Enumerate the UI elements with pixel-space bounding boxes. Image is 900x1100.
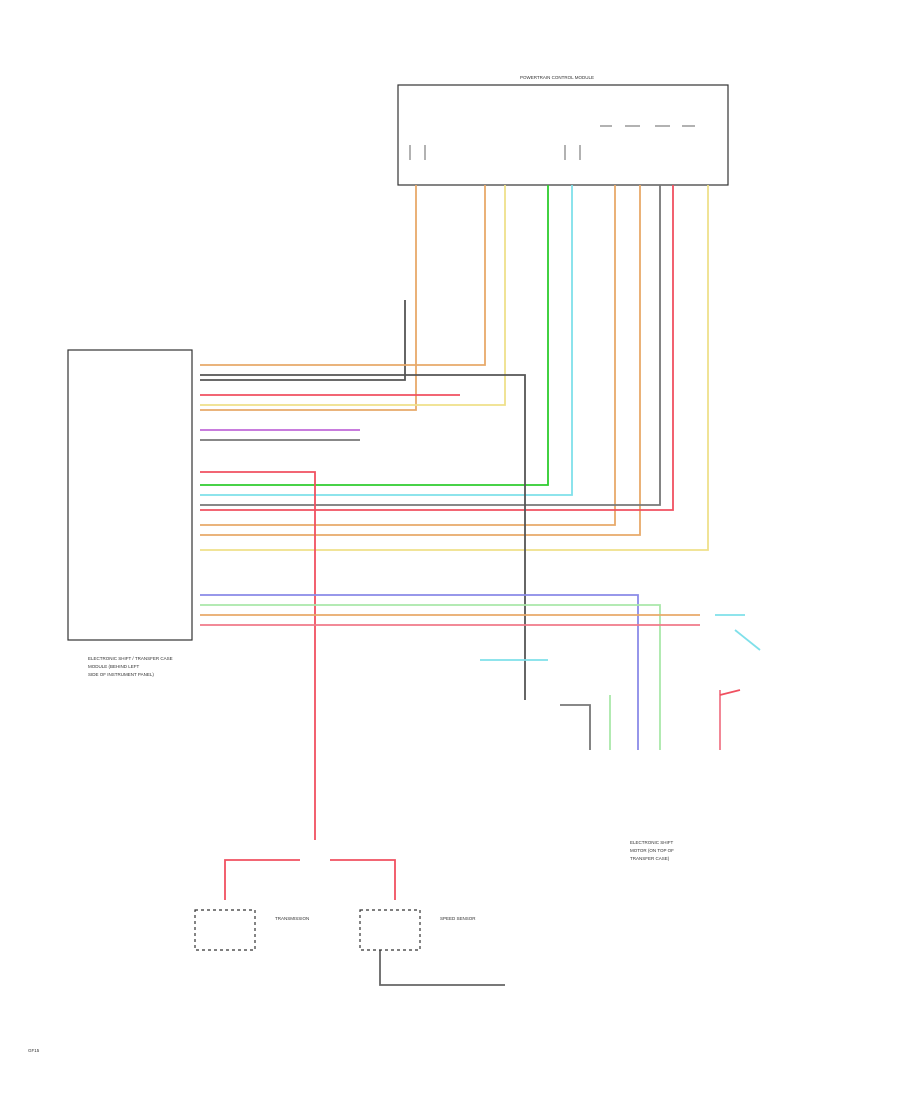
svg-text:TRANSFER CASE): TRANSFER CASE) <box>630 856 670 861</box>
wire-lightgreen-h1 <box>200 604 661 750</box>
powertrain-control-module-box <box>397 84 729 186</box>
horizontal-wires <box>200 374 700 840</box>
module-labels: ELECTRONIC SHIFT / TRANSFER CASE MODULE … <box>88 656 173 677</box>
wire-red-v1 <box>200 471 316 840</box>
wire-yellow-1 <box>200 185 506 406</box>
wire-gray-h1 <box>200 374 526 700</box>
right-sensor-box <box>359 909 421 951</box>
wire-green-1 <box>200 185 549 486</box>
wire-cyan-1 <box>200 185 573 496</box>
wire-orange-2 <box>200 185 486 366</box>
transmission-label-1: TRANSMISSION <box>275 916 309 921</box>
svg-text:ELECTRONIC SHIFT: ELECTRONIC SHIFT <box>630 840 674 845</box>
page-code: GF15 <box>28 1048 40 1053</box>
wire-blue-h1 <box>200 594 639 750</box>
wire-gray-1 <box>200 300 406 381</box>
powertrain-module-label: POWERTRAIN CONTROL MODULE <box>520 75 594 80</box>
wire-orange-1 <box>200 185 417 411</box>
transfer-case-module-box <box>67 349 193 641</box>
svg-text:MOTOR (ON TOP OF: MOTOR (ON TOP OF <box>630 848 674 853</box>
wire-gray-2 <box>200 185 661 506</box>
wire-orange-3 <box>200 185 616 526</box>
wire-yellow-2 <box>200 185 709 551</box>
wire-red-1 <box>200 185 674 511</box>
module-internal-marks <box>409 125 695 160</box>
svg-text:SIDE OF INSTRUMENT PANEL): SIDE OF INSTRUMENT PANEL) <box>88 672 154 677</box>
top-vertical-wires <box>200 185 709 551</box>
shift-motor-labels: ELECTRONIC SHIFT MOTOR (ON TOP OF TRANSF… <box>630 840 674 861</box>
transmission-sensors <box>224 859 505 986</box>
svg-text:ELECTRONIC SHIFT / TRANSFER CA: ELECTRONIC SHIFT / TRANSFER CASE <box>88 656 173 661</box>
lower-right-components <box>480 614 761 750</box>
transmission-label-2: SPEED SENSOR <box>440 916 476 921</box>
left-sensor-box <box>194 909 256 951</box>
wire-orange-4 <box>200 185 641 536</box>
svg-text:MODULE (BEHIND LEFT: MODULE (BEHIND LEFT <box>88 664 140 669</box>
